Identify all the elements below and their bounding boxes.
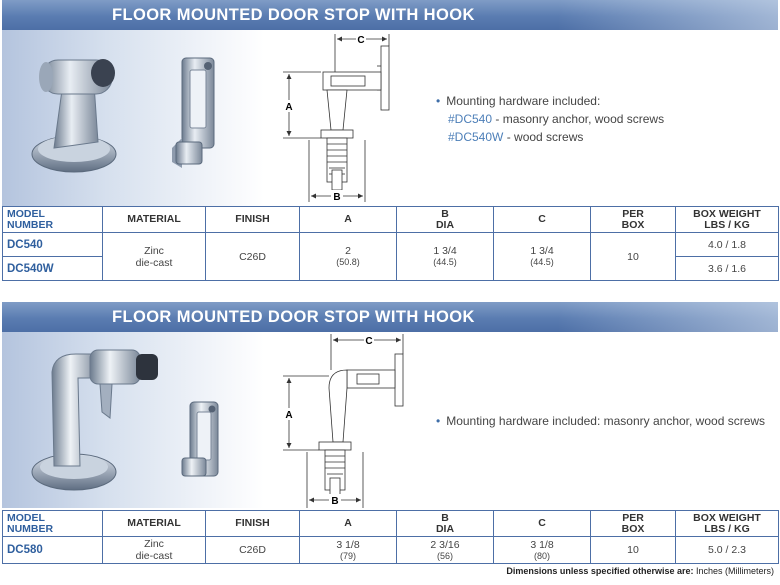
section-title: FLOOR MOUNTED DOOR STOP WITH HOOK bbox=[112, 6, 475, 24]
cell-weight-dc540: 4.0 / 1.8 bbox=[675, 232, 779, 257]
mounting-hardware-note: •Mounting hardware included: masonry anc… bbox=[436, 414, 766, 428]
header-a: A bbox=[299, 206, 397, 233]
header-finish: FINISH bbox=[205, 510, 300, 537]
dimension-label-a: A bbox=[285, 410, 292, 421]
model-dc540: DC540 bbox=[2, 232, 103, 257]
cell-b: 1 3/4(44.5) bbox=[396, 232, 494, 281]
cell-a: 2(50.8) bbox=[299, 232, 397, 281]
header-finish: FINISH bbox=[205, 206, 300, 233]
header-c: C bbox=[493, 510, 591, 537]
section-title: FLOOR MOUNTED DOOR STOP WITH HOOK bbox=[112, 308, 475, 326]
dimension-drawing: C A B bbox=[283, 33, 390, 203]
product-section-dc540: FLOOR MOUNTED DOOR STOP WITH HOOK bbox=[2, 0, 779, 282]
cell-finish: C26D bbox=[205, 232, 300, 281]
door-stop-photo bbox=[31, 57, 215, 173]
product-section-dc580: FLOOR MOUNTED DOOR STOP WITH HOOK bbox=[2, 302, 779, 572]
dimension-label-b: B bbox=[333, 192, 340, 203]
header-material: MATERIAL bbox=[102, 510, 206, 537]
header-material: MATERIAL bbox=[102, 206, 206, 233]
dimension-drawing: C A B bbox=[283, 334, 404, 508]
dimension-label-c: C bbox=[365, 336, 372, 347]
cell-finish: C26D bbox=[205, 536, 300, 564]
door-stop-photo bbox=[31, 349, 219, 491]
product-photo-area bbox=[2, 332, 264, 508]
header-a: A bbox=[299, 510, 397, 537]
hardware-model-dc540w: #DC540W bbox=[448, 130, 504, 144]
model-dc580: DC580 bbox=[2, 536, 103, 564]
section-title-banner: FLOOR MOUNTED DOOR STOP WITH HOOK bbox=[2, 302, 778, 332]
cell-per-box: 10 bbox=[590, 536, 676, 564]
dimension-label-b: B bbox=[331, 496, 338, 507]
product-photo-area bbox=[2, 30, 264, 206]
cell-weight-dc540w: 3.6 / 1.6 bbox=[675, 256, 779, 281]
dimension-label-a: A bbox=[285, 102, 292, 113]
hardware-model-dc540: #DC540 bbox=[448, 112, 493, 126]
model-dc540w: DC540W bbox=[2, 256, 103, 281]
mounting-hardware-note: •Mounting hardware included: #DC540 - ma… bbox=[436, 94, 665, 144]
cell-c: 1 3/4(44.5) bbox=[493, 232, 591, 281]
cell-weight-dc580: 5.0 / 2.3 bbox=[675, 536, 779, 564]
dimension-label-c: C bbox=[357, 35, 364, 46]
dimensions-footnote: Dimensions unless specified otherwise ar… bbox=[506, 566, 774, 576]
cell-a: 3 1/8(79) bbox=[299, 536, 397, 564]
cell-c: 3 1/8(80) bbox=[493, 536, 591, 564]
cell-per-box: 10 bbox=[590, 232, 676, 281]
table-row: DC540W 3.6 / 1.6 bbox=[2, 256, 779, 281]
cell-b: 2 3/16(56) bbox=[396, 536, 494, 564]
section-title-banner: FLOOR MOUNTED DOOR STOP WITH HOOK bbox=[2, 0, 778, 30]
header-c: C bbox=[493, 206, 591, 233]
